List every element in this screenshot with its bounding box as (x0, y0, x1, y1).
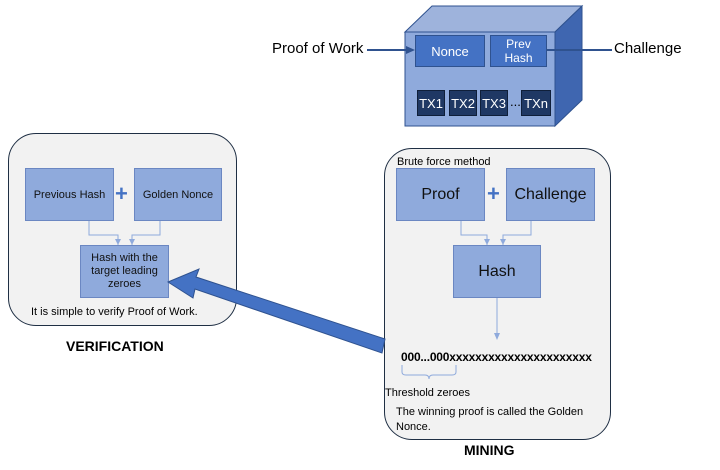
mining-hash-label: Hash (478, 262, 516, 280)
golden-nonce-label: Golden Nonce (142, 188, 214, 201)
verification-plus-icon: + (115, 181, 128, 206)
challenge-label: Challenge (614, 40, 682, 57)
mining-hash-box: Hash (453, 245, 541, 298)
tx-label-2: TX2 (451, 95, 475, 111)
proof-of-work-label: Proof of Work (272, 40, 364, 57)
tx-label-1: TX1 (419, 95, 443, 111)
tx-label-n: TXn (524, 95, 548, 111)
challenge-box-label: Challenge (514, 185, 587, 203)
verification-title: VERIFICATION (66, 338, 164, 354)
proof-label: Proof (421, 185, 460, 203)
mining-plus-icon: + (487, 181, 500, 206)
verification-note: It is simple to verify Proof of Work. (31, 306, 198, 318)
tx-box-2: TX2 (449, 90, 477, 116)
tx-label-3: TX3 (482, 95, 506, 111)
challenge-box: Challenge (506, 168, 595, 221)
prev-hash-label: Prev Hash (504, 37, 533, 65)
tx-box-n: TXn (521, 90, 551, 116)
tx-box-1: TX1 (417, 90, 445, 116)
brute-force-label: Brute force method (397, 156, 491, 168)
prev-hash-box: Prev Hash (490, 35, 547, 67)
previous-hash-box: Previous Hash (25, 168, 114, 221)
hash-output: 000...000xxxxxxxxxxxxxxxxxxxxxx (401, 350, 592, 364)
threshold-brace (401, 365, 457, 380)
golden-nonce-box: Golden Nonce (134, 168, 222, 221)
tx-box-3: TX3 (480, 90, 508, 116)
mining-title: MINING (464, 442, 515, 458)
proof-box: Proof (396, 168, 485, 221)
nonce-label: Nonce (431, 43, 469, 59)
mining-note: The winning proof is called the Golden N… (396, 406, 584, 433)
previous-hash-label: Previous Hash (33, 188, 106, 201)
verification-hash-box: Hash with the target leading zeroes (80, 245, 169, 298)
nonce-box: Nonce (415, 35, 485, 67)
tx-ellipsis: ... (510, 94, 521, 109)
threshold-label: Threshold zeroes (385, 387, 470, 399)
verification-hash-label: Hash with the target leading zeroes (91, 252, 158, 290)
